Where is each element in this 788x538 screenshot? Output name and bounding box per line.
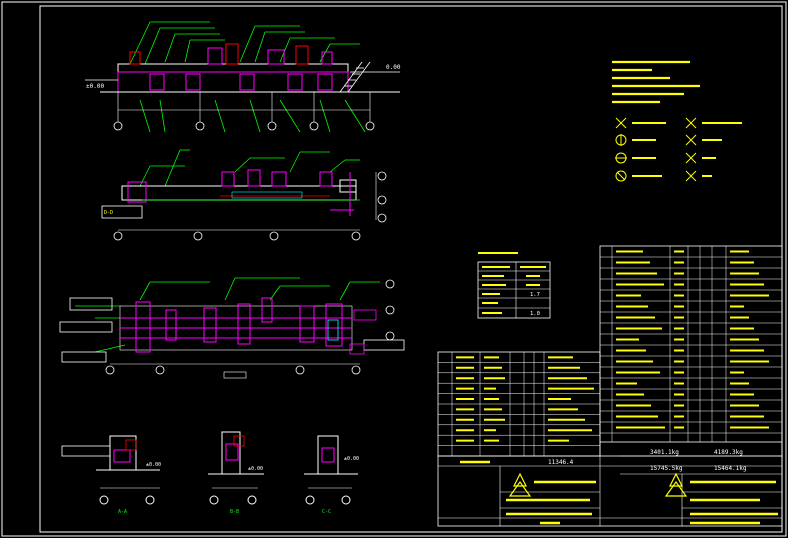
section-c-level: ±0.00 bbox=[344, 456, 359, 462]
company-logo-left bbox=[508, 472, 532, 497]
total-weight-d: 15464.1kg bbox=[714, 465, 747, 472]
spec-value-thickness: 1.0 bbox=[530, 311, 540, 317]
elevation-deck bbox=[117, 71, 349, 93]
title-block: 11346.4 3401.1kg 4189.3kg 15745.5kg 1546… bbox=[437, 442, 783, 527]
spec-value-ratio: 1.7 bbox=[530, 292, 540, 298]
section-c-caption: C-C bbox=[322, 509, 331, 515]
spec-table: 1.7 1.0 bbox=[477, 252, 551, 319]
section-view-c: ±0.00 C-C bbox=[304, 435, 359, 515]
svg-text:D-D: D-D bbox=[104, 210, 113, 216]
section-view-a: ±0.00 A-A bbox=[61, 435, 161, 515]
valve-cross-icon bbox=[685, 152, 716, 164]
title-block-weight-label: 11346.4 bbox=[548, 459, 574, 466]
section-b-caption: B-B bbox=[230, 509, 239, 515]
material-list-left bbox=[437, 351, 601, 457]
pump-icon bbox=[615, 170, 662, 182]
elevation-leaders-bottom bbox=[139, 99, 366, 133]
section-b-level: ±0.00 bbox=[248, 466, 263, 472]
total-weight-b: 15745.5kg bbox=[650, 465, 683, 472]
elevation-level-left: ±0.00 bbox=[86, 83, 104, 90]
total-weight-a: 3401.1kg bbox=[650, 449, 679, 456]
elevation-platform bbox=[117, 63, 349, 73]
valve-cross-icon bbox=[685, 117, 742, 129]
elevation-level-right: 0.00 bbox=[386, 64, 401, 71]
valve-cross-icon bbox=[685, 134, 722, 146]
section-view-b: ±0.00 B-B bbox=[208, 431, 264, 515]
plan-view-upper: D-D bbox=[101, 149, 387, 241]
valve-cross-icon bbox=[685, 170, 712, 182]
plan-view-lower bbox=[59, 277, 405, 379]
total-weight-c: 4189.3kg bbox=[714, 449, 743, 456]
section-a-level: ±0.00 bbox=[146, 462, 161, 468]
pump-icon bbox=[615, 152, 656, 164]
material-list-right bbox=[599, 245, 783, 443]
elevation-view: 0.00 ±0.00 bbox=[85, 21, 401, 133]
valve-cross-icon bbox=[615, 117, 666, 129]
general-notes bbox=[612, 60, 700, 104]
legend-symbols bbox=[615, 117, 742, 182]
section-a-caption: A-A bbox=[118, 509, 127, 515]
company-logo-right bbox=[664, 472, 688, 497]
elevation-leaders bbox=[129, 21, 360, 65]
pump-icon bbox=[615, 134, 656, 146]
elevation-stair bbox=[339, 61, 371, 93]
